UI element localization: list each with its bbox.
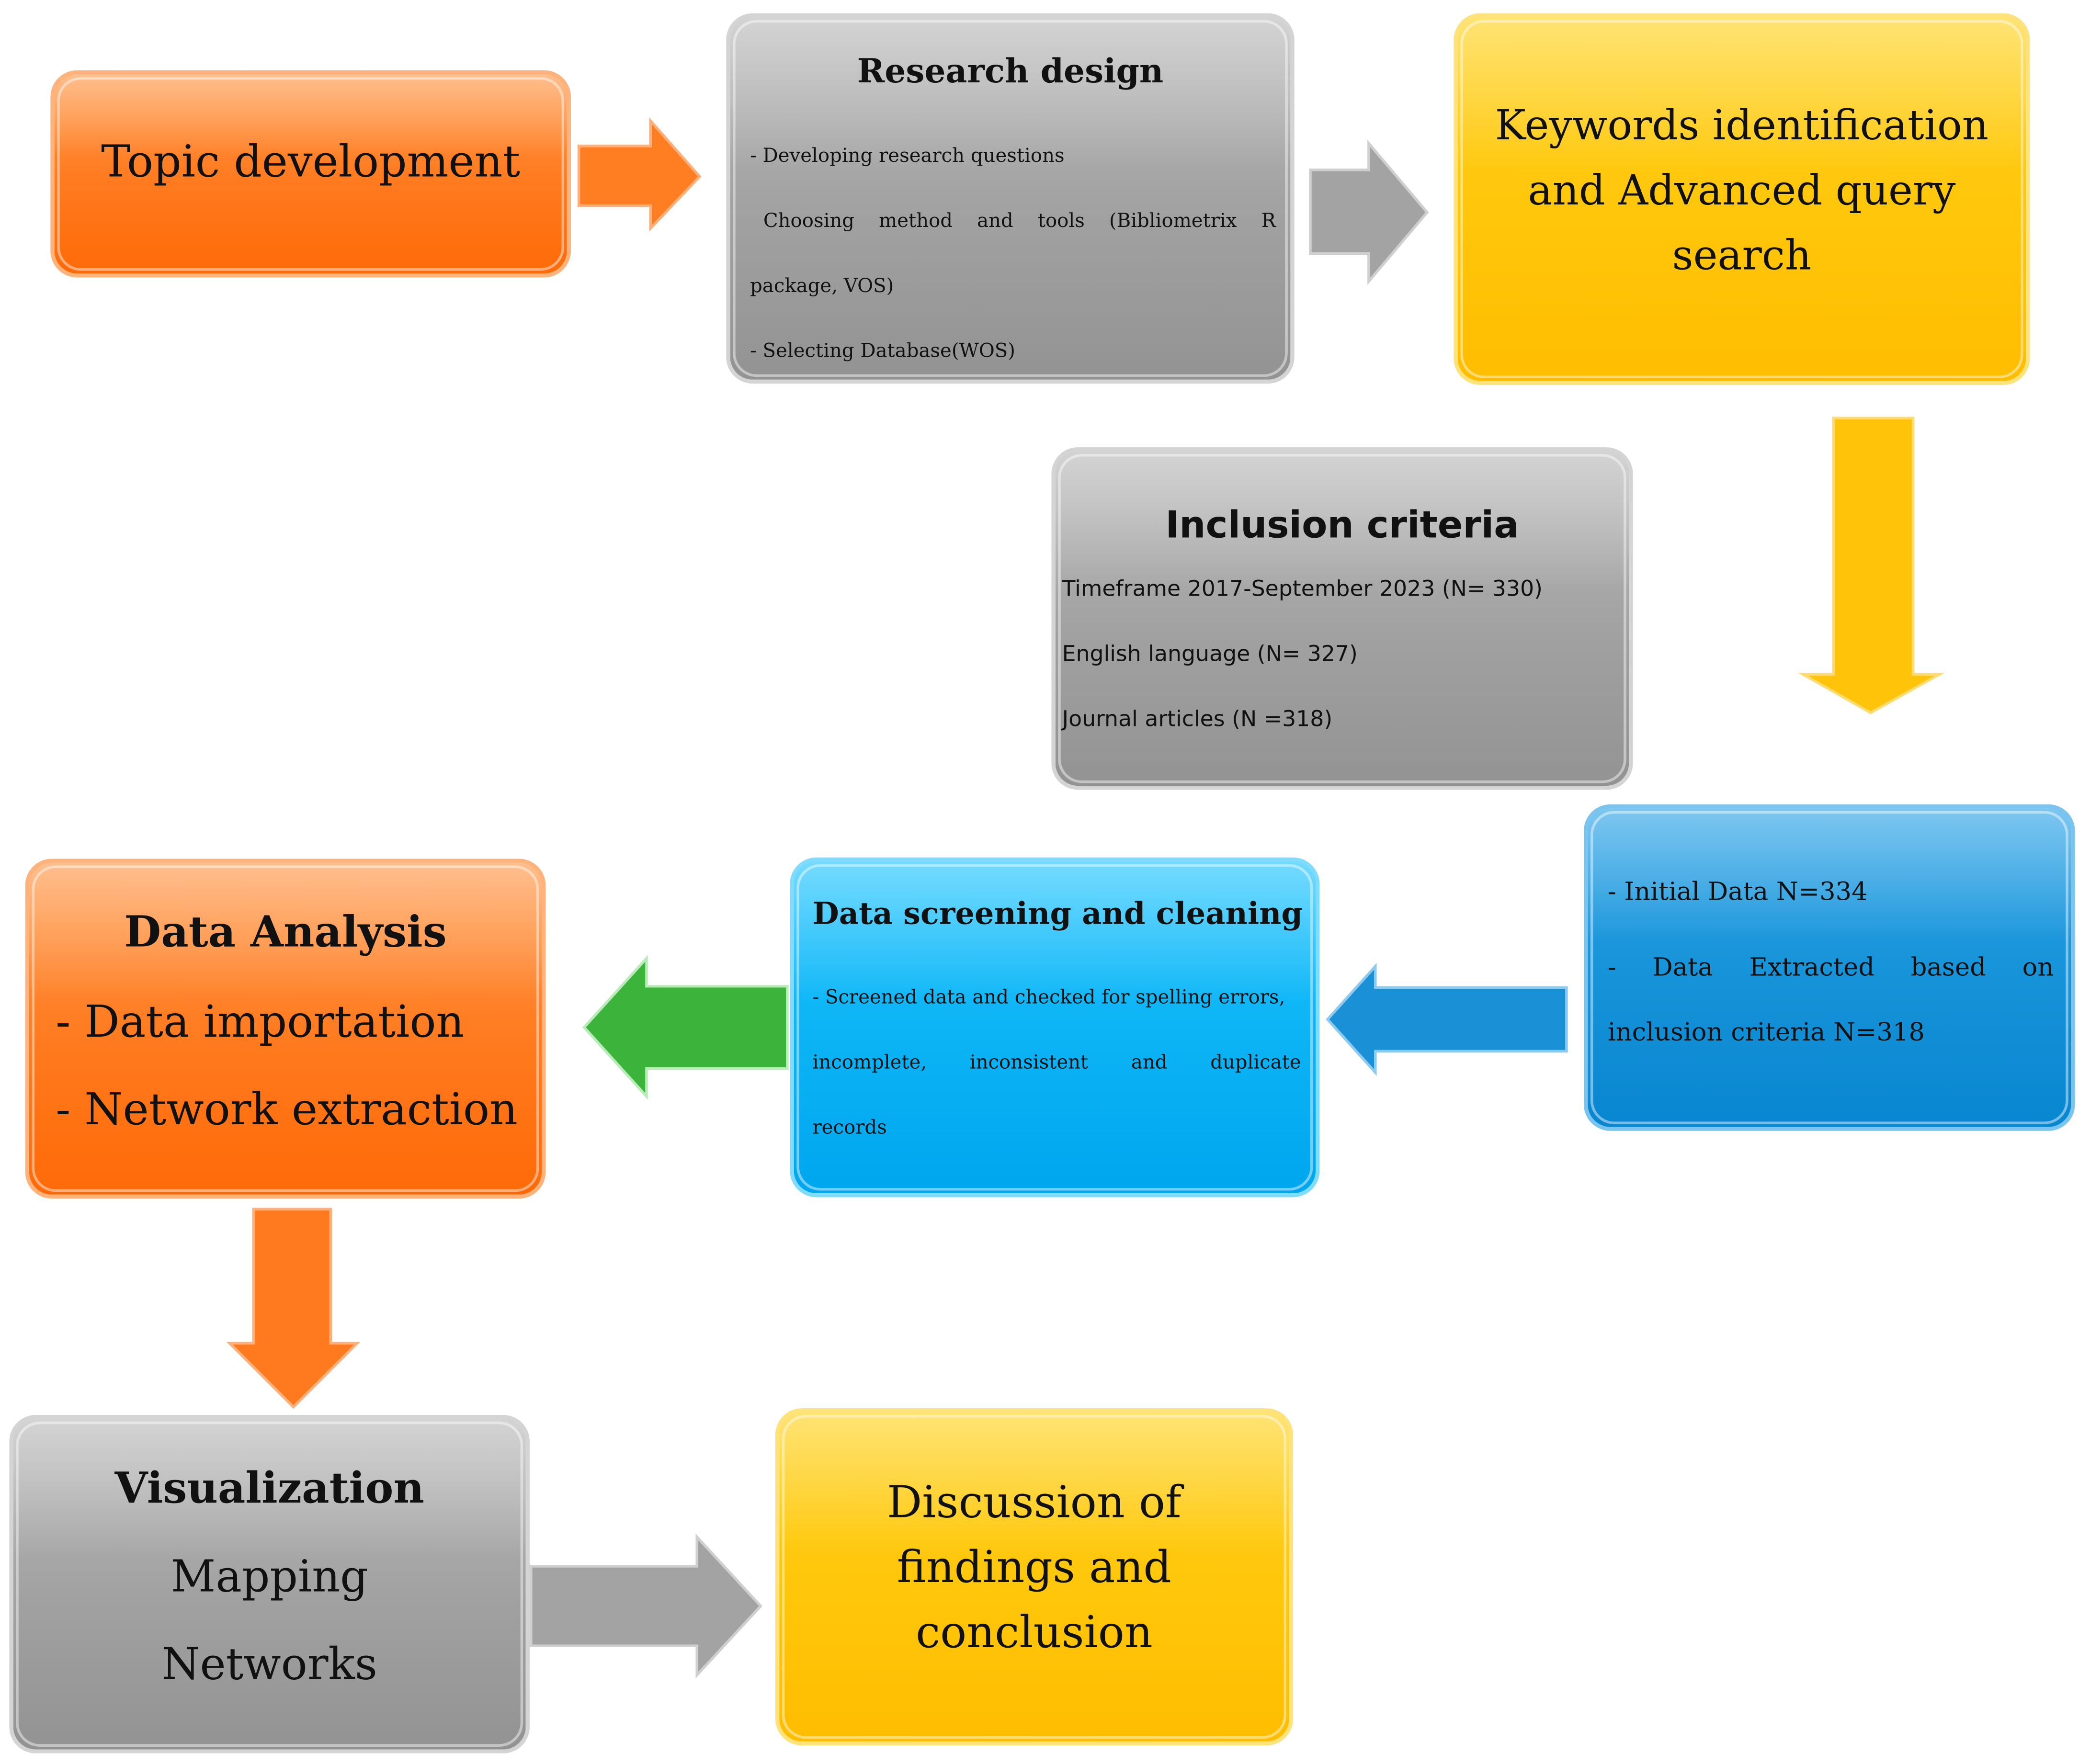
initial-data-line-3: inclusion criteria N=318 bbox=[1607, 1018, 1925, 1048]
arrow-visualization-to-discussion bbox=[530, 1533, 763, 1679]
visualization-item-1: Mapping bbox=[170, 1550, 368, 1602]
data-analysis-box: Data Analysis - Data importation - Netwo… bbox=[25, 859, 546, 1199]
data-screening-line-3: records bbox=[812, 1118, 887, 1139]
arrow-screening-to-analysis bbox=[582, 955, 789, 1100]
discussion-line-2: findings and bbox=[897, 1541, 1172, 1593]
initial-data-line-1: - Initial Data N=334 bbox=[1607, 877, 1868, 907]
inclusion-criteria-item-2: English language (N= 327) bbox=[1062, 641, 1358, 667]
research-design-item-3: - Selecting Database(WOS) bbox=[750, 341, 1016, 362]
research-design-item-2: Choosing method and tools (Bibliometrix … bbox=[763, 211, 1276, 233]
data-analysis-item-2: - Network extraction bbox=[56, 1083, 518, 1135]
visualization-box: Visualization Mapping Networks bbox=[9, 1414, 530, 1753]
data-screening-box: Data screening and cleaning - Screened d… bbox=[790, 857, 1320, 1198]
keywords-line-1: Keywords identification bbox=[1495, 102, 1989, 150]
arrow-analysis-to-visualization bbox=[226, 1208, 361, 1409]
arrow-topic-to-research-design bbox=[577, 117, 702, 232]
data-analysis-title: Data Analysis bbox=[124, 906, 447, 957]
discussion-line-1: Discussion of bbox=[886, 1476, 1182, 1528]
topic-development-title: Topic development bbox=[101, 135, 521, 187]
arrow-keywords-down bbox=[1797, 417, 1945, 714]
discussion-box: Discussion of findings and conclusion bbox=[775, 1408, 1293, 1746]
visualization-item-2: Networks bbox=[161, 1638, 377, 1690]
keywords-box: Keywords identification and Advanced que… bbox=[1454, 13, 2030, 385]
initial-data-line-2: - Data Extracted based on bbox=[1607, 953, 2054, 983]
data-screening-title: Data screening and cleaning bbox=[812, 896, 1303, 932]
visualization-title: Visualization bbox=[114, 1462, 424, 1514]
keywords-line-3: search bbox=[1672, 232, 1812, 280]
data-analysis-item-1: - Data importation bbox=[56, 995, 465, 1048]
initial-data-box: - Initial Data N=334 - Data Extracted ba… bbox=[1583, 804, 2075, 1131]
research-design-item-2-cont: package, VOS) bbox=[750, 276, 894, 297]
topic-development-box: Topic development bbox=[50, 70, 571, 278]
inclusion-criteria-item-1: Timeframe 2017-September 2023 (N= 330) bbox=[1062, 576, 1543, 601]
inclusion-criteria-title: Inclusion criteria bbox=[1165, 503, 1519, 547]
inclusion-criteria-box: Inclusion criteria Timeframe 2017-Septem… bbox=[1051, 447, 1633, 790]
arrow-initial-data-to-screening bbox=[1326, 962, 1568, 1076]
data-screening-line-1: - Screened data and checked for spelling… bbox=[812, 987, 1285, 1009]
keywords-line-2: and Advanced query bbox=[1528, 167, 1956, 215]
research-design-title: Research design bbox=[857, 52, 1164, 90]
inclusion-criteria-item-3: Journal articles (N =318) bbox=[1062, 706, 1333, 732]
data-screening-line-2: incomplete, inconsistent and duplicate bbox=[812, 1052, 1301, 1074]
research-design-item-1: - Developing research questions bbox=[750, 146, 1065, 168]
arrow-research-design-to-keywords bbox=[1309, 139, 1429, 285]
research-design-box: Research design - Developing research qu… bbox=[726, 13, 1295, 384]
discussion-line-3: conclusion bbox=[915, 1606, 1153, 1658]
